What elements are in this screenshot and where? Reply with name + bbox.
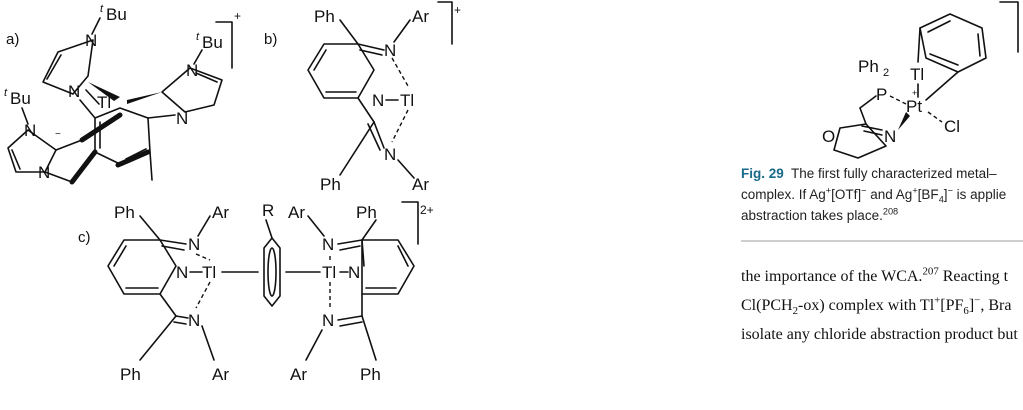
svg-text:N: N — [322, 235, 334, 254]
svg-text:Ph: Ph — [114, 203, 135, 222]
caption-reference[interactable]: 208 — [882, 206, 899, 217]
svg-text:Ph: Ph — [120, 365, 141, 384]
svg-text:N: N — [24, 121, 36, 140]
figure-label: Fig. 29 — [741, 166, 784, 181]
pt-atom: Pt — [906, 97, 922, 116]
svg-text:2+: 2+ — [420, 203, 434, 217]
svg-text:t: t — [196, 31, 200, 43]
svg-text:Tl: Tl — [910, 65, 924, 84]
svg-text:2: 2 — [883, 67, 889, 79]
svg-text:N: N — [884, 127, 896, 146]
svg-text:Ar: Ar — [412, 175, 429, 194]
svg-text:Cl: Cl — [944, 117, 960, 136]
structure-a: a) N N t Bu N N t Bu Tl N N t Bu − + — [4, 3, 241, 185]
svg-text:t: t — [100, 3, 104, 15]
svg-text:N: N — [68, 82, 80, 101]
structure-fig29: Ph 2 Tl P Pt + Cl N O — [822, 1, 1019, 159]
svg-text:N: N — [186, 61, 198, 80]
svg-text:N: N — [384, 41, 396, 60]
tl-atom-c-right: Tl — [322, 263, 336, 282]
structure-b: b) Ph Ar N N Tl N Ph Ar + — [264, 1, 461, 194]
svg-text:O: O — [822, 127, 835, 146]
svg-text:Ph: Ph — [858, 57, 879, 76]
svg-text:N: N — [188, 311, 200, 330]
figure-caption: Fig. 29 The first fully characterized me… — [741, 163, 1023, 226]
svg-text:Ar: Ar — [290, 365, 307, 384]
caption-line-1: Fig. 29 The first fully characterized me… — [741, 166, 997, 181]
svg-text:Bu: Bu — [106, 5, 127, 24]
svg-text:Ar: Ar — [412, 7, 429, 26]
tl-atom-a: Tl — [97, 93, 111, 112]
body-reference[interactable]: 207 — [922, 265, 939, 278]
svg-text:Bu: Bu — [10, 89, 31, 108]
structure-c: c) Ph Ar N N Tl N Ph Ar R Ar Ph N Tl N N… — [78, 201, 434, 384]
svg-text:N: N — [348, 263, 360, 282]
label-b: b) — [264, 31, 277, 48]
svg-text:Ph: Ph — [360, 365, 381, 384]
svg-text:N: N — [85, 31, 97, 50]
svg-text:+: + — [234, 9, 241, 23]
svg-text:Ar: Ar — [212, 365, 229, 384]
svg-text:Ph: Ph — [320, 175, 341, 194]
caption-line-3: abstraction takes place.208 — [741, 206, 899, 223]
svg-text:N: N — [38, 163, 50, 182]
caption-divider — [741, 240, 1023, 242]
body-line-2: Cl(PCH2-ox) complex with Tl+[PF6]−, Bra — [741, 294, 1012, 318]
tl-atom-c-left: Tl — [202, 263, 216, 282]
body-line-1: the importance of the WCA.207 Reacting t — [741, 265, 1009, 285]
svg-text:Ar: Ar — [212, 203, 229, 222]
label-c: c) — [78, 229, 91, 246]
svg-text:+: + — [454, 3, 461, 17]
label-a: a) — [6, 31, 19, 48]
svg-text:Ar: Ar — [288, 203, 305, 222]
body-line-3: isolate any chloride abstraction product… — [741, 326, 1018, 343]
svg-text:Bu: Bu — [202, 33, 223, 52]
svg-text:N: N — [372, 91, 384, 110]
svg-text:P: P — [876, 85, 887, 104]
svg-text:Ph: Ph — [356, 203, 377, 222]
svg-text:N: N — [176, 263, 188, 282]
svg-text:N: N — [188, 235, 200, 254]
svg-text:Ph: Ph — [314, 7, 335, 26]
svg-text:N: N — [322, 311, 334, 330]
svg-text:N: N — [384, 145, 396, 164]
svg-text:−: − — [55, 129, 61, 140]
body-text: the importance of the WCA.207 Reacting t… — [741, 262, 1023, 349]
svg-text:N: N — [176, 109, 188, 128]
caption-line-2: complex. If Ag+[OTf]− and Ag+[BF4]− is a… — [741, 185, 1007, 205]
svg-text:+: + — [912, 88, 917, 98]
tl-atom-b: Tl — [400, 91, 414, 110]
svg-text:t: t — [4, 87, 8, 99]
svg-text:R: R — [262, 201, 274, 220]
